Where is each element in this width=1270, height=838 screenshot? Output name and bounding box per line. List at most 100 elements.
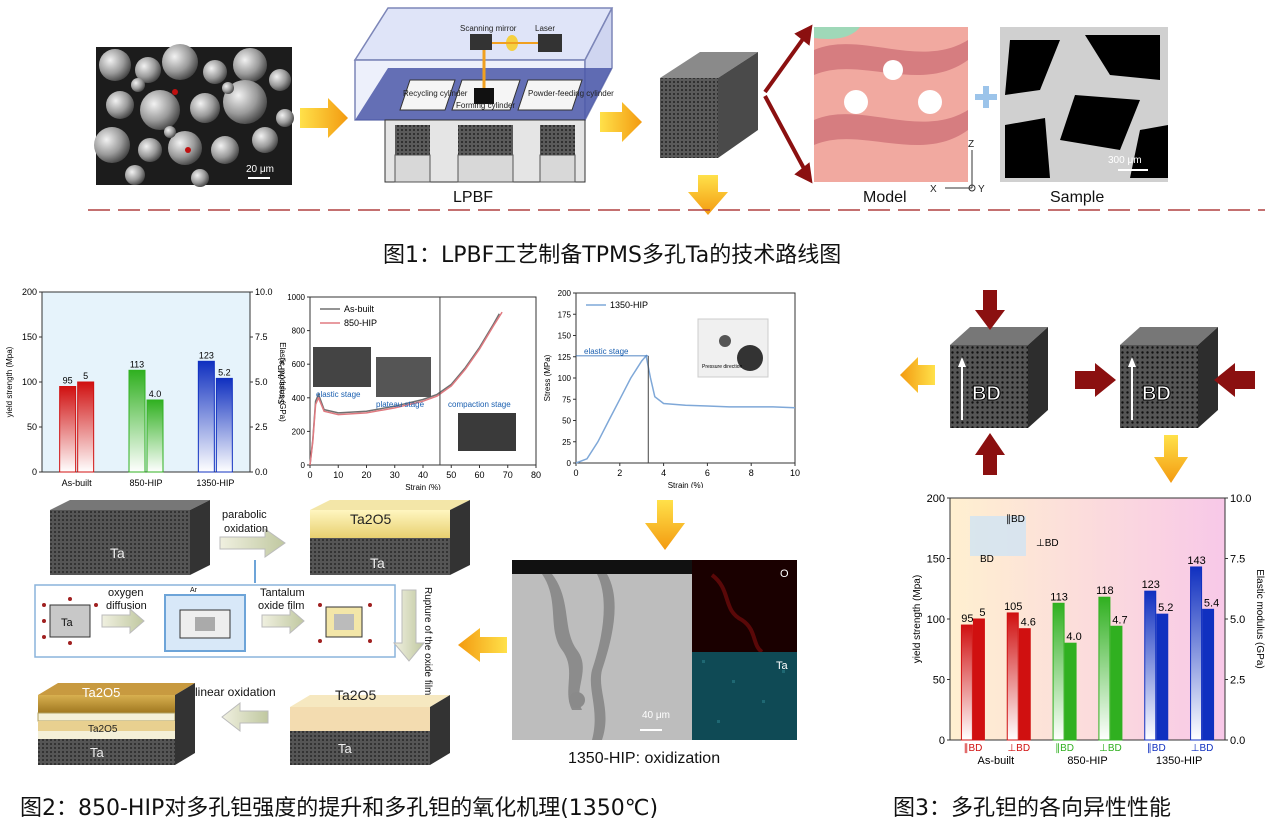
- bar: [1052, 602, 1065, 741]
- x-tick-label: 1350-HIP: [196, 478, 234, 488]
- y-tick-label: 150: [22, 332, 37, 342]
- y-axis-label: yield strength (Mpa): [912, 575, 923, 663]
- anisotropy-bar-chart-svg: ∥BDBD⊥BD0501001502000.02.55.07.510.0yiel…: [912, 493, 1265, 767]
- tpms-model-image: [814, 27, 976, 192]
- ta2o5-label-bl: Ta2O5: [82, 685, 121, 700]
- figure2-caption: 图2：850-HIP对多孔钽强度的提升和多孔钽的氧化机理(1350℃): [20, 796, 659, 821]
- plateau-stage-label: plateau stage: [376, 400, 425, 409]
- powder-feeding-label: Powder-feeding cylinder: [528, 89, 614, 98]
- anisotropy-schematic-svg: [900, 290, 1255, 483]
- oxidization-label: 1350-HIP: oxidization: [568, 750, 721, 767]
- x-tick-label: 6: [705, 468, 710, 478]
- y-right-tick-label: 10.0: [255, 287, 273, 297]
- elastic-stage-label: elastic stage: [316, 390, 361, 399]
- powder-scale-label: 20 μm: [246, 164, 274, 175]
- bar: [1110, 625, 1123, 741]
- powder-sem-image: [94, 44, 294, 187]
- bar: [972, 618, 985, 741]
- y-tick-label: 0: [301, 461, 306, 470]
- model-label: Model: [863, 189, 907, 206]
- x-tick-label: 40: [418, 470, 428, 480]
- x-subtick-label: ⊥BD: [1191, 743, 1214, 754]
- oxidation-sem-svg: [512, 560, 797, 740]
- inset-bd-label: BD: [980, 554, 994, 565]
- y-tick-label: 100: [927, 614, 945, 626]
- ta2o5-label-br: Ta2O5: [335, 687, 377, 703]
- figure3-caption: 图3：多孔钽的各向异性性能: [893, 796, 1171, 821]
- lpbf-label: LPBF: [453, 189, 493, 206]
- y-right-tick-label: 7.5: [255, 332, 268, 342]
- ta2o5-label-top: Ta2O5: [350, 511, 392, 527]
- data-label: 95: [63, 376, 73, 386]
- data-label: 118: [1096, 585, 1114, 597]
- series-line: [575, 354, 796, 464]
- x-tick-label: 20: [361, 470, 371, 480]
- y-right-tick-label: 2.5: [255, 422, 268, 432]
- elastic-stage-label: elastic stage: [584, 347, 629, 356]
- process-arrow-icon: [600, 102, 642, 142]
- plus-icon: [975, 86, 997, 108]
- x-subtick-label: ∥BD: [1055, 743, 1074, 754]
- x-tick-label: As-built: [62, 478, 93, 488]
- left-arrow-icon: [458, 628, 507, 662]
- x-tick-label: 1350-HIP: [1156, 755, 1202, 767]
- oxygen-label: oxygen: [108, 587, 144, 599]
- y-tick-label: 400: [292, 394, 306, 403]
- y-tick-label: 100: [558, 374, 572, 383]
- x-tick-label: 70: [503, 470, 513, 480]
- x-tick-label: 850-HIP: [1067, 755, 1107, 767]
- y-axis-label: Stress (MPa): [543, 354, 552, 401]
- x-tick-label: 80: [531, 470, 541, 480]
- data-label: 123: [199, 350, 214, 360]
- process-arrow-icon: [688, 175, 728, 215]
- axis-z-label: Z: [968, 139, 974, 150]
- y-tick-label: 175: [558, 310, 572, 319]
- bar: [128, 369, 146, 473]
- x-tick-label: 60: [474, 470, 484, 480]
- data-label: 5: [979, 607, 985, 619]
- bar: [1018, 628, 1031, 741]
- axis-x-label: X: [930, 184, 937, 195]
- data-label: 113: [130, 359, 144, 369]
- figure1-graphic: 20 μm Scanning mirror Las: [88, 7, 1265, 215]
- specimen-photo: [376, 357, 431, 397]
- oxidation-sem-panel: 40 μm O Ta: [512, 560, 797, 740]
- fragments: [719, 335, 731, 347]
- map-ta-label: Ta: [776, 660, 788, 672]
- x-tick-label: 10: [333, 470, 343, 480]
- bar: [1202, 608, 1215, 741]
- y-tick-label: 150: [558, 332, 572, 341]
- ar-label: Ar: [190, 587, 197, 594]
- inset-perp-bd-label: ⊥BD: [1036, 538, 1059, 549]
- y-tick-label: 50: [562, 417, 571, 426]
- parabolic-label: parabolic: [222, 509, 267, 521]
- x-tick-label: 4: [661, 468, 666, 478]
- scanning-mirror-label: Scanning mirror: [460, 24, 517, 33]
- specimen-photo: [313, 347, 371, 387]
- y-right-tick-label: 0.0: [1230, 735, 1245, 747]
- figure1-panel: 20 μm Scanning mirror Las: [0, 0, 1270, 225]
- data-label: 123: [1142, 579, 1160, 591]
- x-tick-label: 8: [749, 468, 754, 478]
- legend-label: 1350-HIP: [610, 300, 648, 310]
- y-right-axis-label: Elastic modulus (GPa): [278, 342, 287, 422]
- x-tick-label: 0: [573, 468, 578, 478]
- y-tick-label: 200: [558, 289, 572, 298]
- bar: [59, 386, 77, 473]
- oxidation-schematic-svg: [34, 500, 470, 765]
- linear-oxidation-label: linear oxidation: [195, 685, 276, 699]
- sem-scale-label: 40 μm: [642, 710, 670, 721]
- y-tick-label: 75: [562, 395, 571, 404]
- y-tick-label: 800: [292, 327, 306, 336]
- y-tick-label: 50: [933, 675, 945, 687]
- y-right-tick-label: 5.0: [255, 377, 268, 387]
- bd-label-cube2: BD: [1142, 383, 1172, 406]
- x-tick-label: 2: [617, 468, 622, 478]
- x-axis-label: Strain (%): [668, 481, 704, 488]
- axis-y-label: Y: [978, 184, 985, 195]
